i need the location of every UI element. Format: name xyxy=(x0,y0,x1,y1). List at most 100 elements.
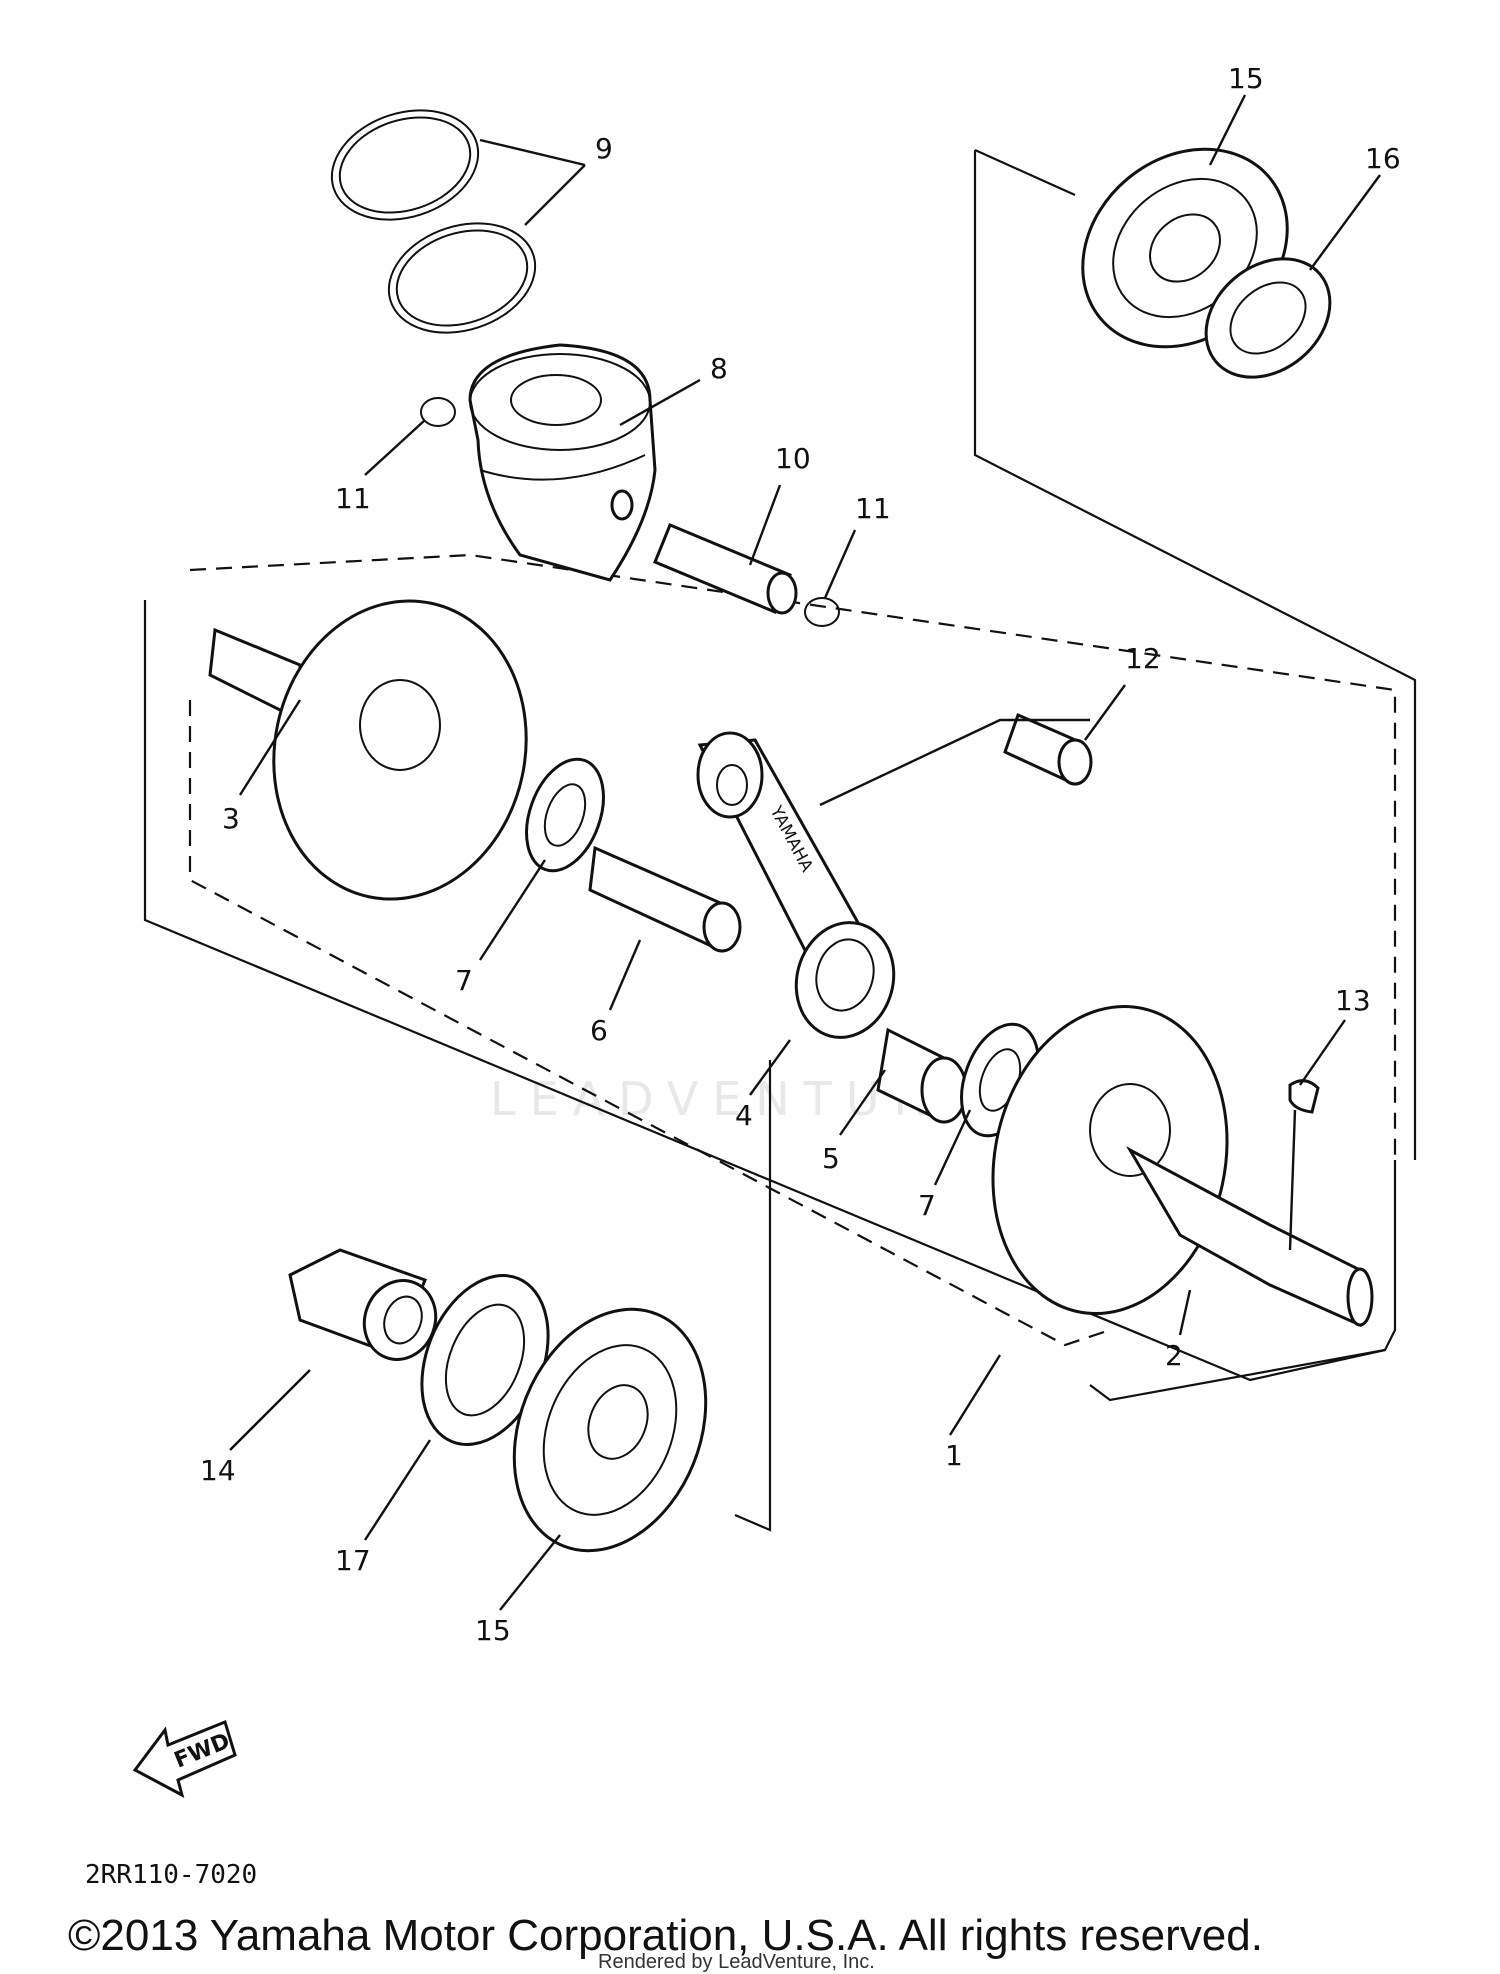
leader-14 xyxy=(229,1369,311,1451)
thrust-washer-left xyxy=(525,757,605,873)
piston xyxy=(468,343,657,582)
assembly-outline xyxy=(143,600,1386,1382)
leader-13 xyxy=(1299,1019,1346,1086)
piston-ring-lower-inner xyxy=(395,229,529,327)
connecting-rod: YAMAHA xyxy=(696,731,896,1039)
label-8: 8 xyxy=(710,352,728,385)
leader-16 xyxy=(1309,174,1381,271)
leader-10 xyxy=(748,484,782,566)
label-1: 1 xyxy=(945,1439,963,1472)
crank-pin-end xyxy=(702,901,742,953)
crank-right-bore xyxy=(1089,1083,1171,1177)
bearing-bottom-outer xyxy=(512,1307,708,1553)
label-2: 2 xyxy=(1165,1339,1183,1372)
leader-17 xyxy=(363,1439,432,1541)
rod-small-end xyxy=(696,731,764,819)
oil-seal-bottom-inner xyxy=(444,1303,526,1417)
diagram-code: 2RR110-7020 xyxy=(85,1860,257,1890)
leader-2 xyxy=(1178,1289,1192,1336)
label-7-left: 7 xyxy=(455,964,473,997)
piston-pin-clip-right xyxy=(804,597,840,627)
label-11-left: 11 xyxy=(335,482,371,515)
leader-12 xyxy=(1084,684,1126,741)
leader-15b xyxy=(499,1534,561,1611)
label-10: 10 xyxy=(775,442,811,475)
rendered-by-credit: Rendered by LeadVenture, Inc. xyxy=(598,1951,875,1973)
leader-13-key-slot xyxy=(1288,1109,1297,1251)
leader-9a xyxy=(479,138,586,167)
crank-half-left xyxy=(208,599,528,901)
bearing-group-bracket-bottom xyxy=(734,1060,772,1532)
leader-1 xyxy=(948,1354,1002,1436)
label-5: 5 xyxy=(822,1142,840,1175)
leader-3 xyxy=(238,699,302,796)
woodruff-key xyxy=(1288,1079,1320,1114)
bearing-bottom-bore xyxy=(587,1384,649,1460)
label-4: 4 xyxy=(735,1099,753,1132)
copyright-notice: ©2013 Yamaha Motor Corporation, U.S.A. A… xyxy=(68,1911,1263,1960)
leader-11a xyxy=(364,419,426,476)
bearing-top-bore xyxy=(1149,213,1221,283)
label-6: 6 xyxy=(590,1014,608,1047)
forward-direction-arrow: FWD xyxy=(132,1719,237,1798)
bearing-group-bracket-right xyxy=(973,320,1417,1160)
group-outlines xyxy=(143,148,1417,1532)
piston-crown xyxy=(469,353,651,451)
piston-rings xyxy=(330,109,537,334)
label-15-bottom: 15 xyxy=(475,1614,511,1647)
leader-12-link xyxy=(819,718,1090,807)
rod-big-end-bore xyxy=(815,938,875,1012)
leader-4 xyxy=(749,1039,791,1096)
leader-5 xyxy=(839,1069,886,1136)
part-labels: 9 8 11 10 11 12 3 7 6 4 5 7 13 2 1 15 16… xyxy=(200,62,1401,1647)
label-16: 16 xyxy=(1365,142,1401,175)
label-14: 14 xyxy=(200,1454,236,1487)
piston-body xyxy=(468,343,657,582)
label-9: 9 xyxy=(595,132,613,165)
piston-pin-hole xyxy=(610,489,634,521)
crank-pin xyxy=(588,845,742,953)
crank-right-web xyxy=(991,1005,1229,1315)
label-17: 17 xyxy=(335,1544,371,1577)
crank-left-web xyxy=(272,599,528,901)
leader-11b xyxy=(823,529,857,599)
bearing-bottom xyxy=(512,1307,708,1553)
crankshaft-group-outline-dashed xyxy=(188,700,1111,1347)
oil-seal-top-inner xyxy=(1229,281,1307,355)
rod-small-end-bore xyxy=(716,764,748,806)
leader-9b xyxy=(524,164,586,226)
washer-left-outer xyxy=(525,757,605,873)
spacer-collar xyxy=(288,1248,438,1361)
leader-7b xyxy=(933,1109,972,1186)
label-12: 12 xyxy=(1125,642,1161,675)
label-3: 3 xyxy=(222,802,240,835)
spacer-collar-bore xyxy=(383,1295,423,1345)
washer-left-inner xyxy=(543,783,587,847)
piston-pin xyxy=(653,523,798,615)
leader-7a xyxy=(478,859,547,961)
crank-half-right xyxy=(991,1005,1374,1328)
crank-right-shaft-end xyxy=(1346,1267,1374,1327)
crankshaft-group-outline-dashed-top xyxy=(189,553,1397,1160)
bearing-group-bracket-top xyxy=(974,148,1076,197)
label-13: 13 xyxy=(1335,984,1371,1017)
label-11-right: 11 xyxy=(855,492,891,525)
label-7-right: 7 xyxy=(918,1189,936,1222)
piston-ring-lower xyxy=(387,222,537,334)
oil-seal-top xyxy=(1204,257,1332,379)
small-end-bearing-end xyxy=(1057,738,1093,786)
fwd-arrow-icon xyxy=(132,1719,237,1798)
label-15-top: 15 xyxy=(1228,62,1264,95)
piston-crown-ring xyxy=(510,374,602,426)
piston-pin-end xyxy=(766,571,798,615)
leader-15a xyxy=(1208,94,1247,166)
piston-ring-upper-inner xyxy=(338,116,472,214)
leader-8 xyxy=(619,378,701,427)
leader-6 xyxy=(608,939,642,1011)
bearing-bottom-race xyxy=(542,1344,678,1516)
piston-ring-upper xyxy=(330,109,480,221)
piston-ring-groove xyxy=(479,454,646,481)
leader-lines xyxy=(229,94,1381,1611)
